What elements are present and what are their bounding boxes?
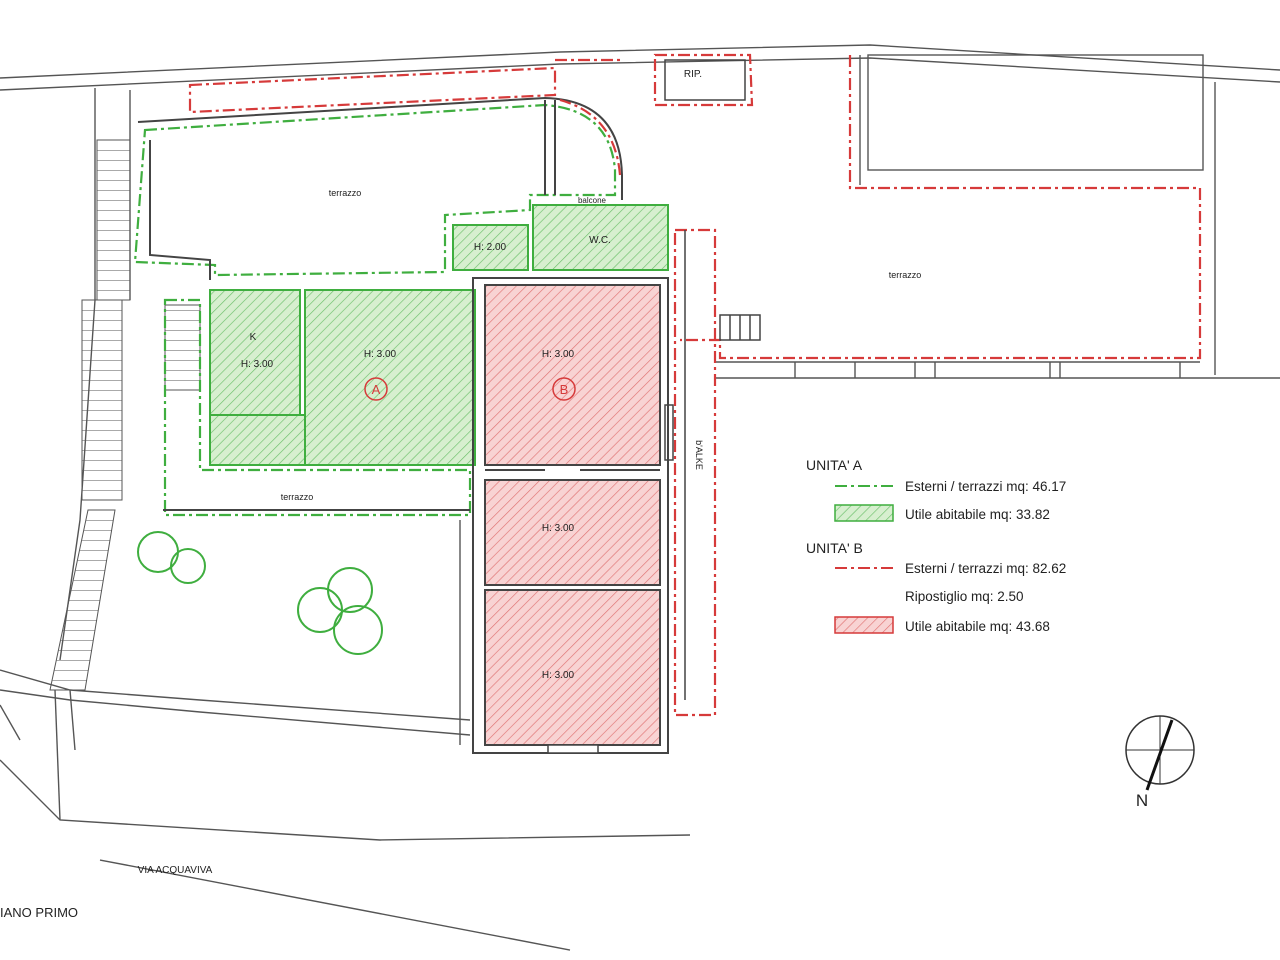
legend-unit-a-ext: Esterni / terrazzi mq: 46.17 bbox=[905, 479, 1066, 494]
label-balcone: balcone bbox=[578, 196, 607, 205]
label-a-k-h: H: 3.00 bbox=[241, 359, 274, 370]
unit-a-marker-circle bbox=[364, 377, 388, 401]
label-a-main-h: H: 3.00 bbox=[364, 349, 397, 360]
legend-unit-b-ext: Esterni / terrazzi mq: 82.62 bbox=[905, 561, 1066, 576]
site-boundaries bbox=[0, 44, 1280, 951]
label-terrazzo-right: terrazzo bbox=[889, 270, 922, 280]
legend-unit-a-util-swatch bbox=[834, 504, 894, 522]
label-a-k: K bbox=[250, 332, 257, 343]
floor-label: IANO PRIMO bbox=[0, 905, 78, 920]
label-b-mid-h: H: 3.00 bbox=[542, 523, 575, 534]
stairs-left bbox=[49, 139, 201, 691]
label-terrazzo-small: terrazzo bbox=[281, 492, 314, 502]
legend: UNITA' A Esterni / terrazzi mq: 46.17 Ut… bbox=[806, 457, 1066, 634]
label-wc: W.C. bbox=[589, 235, 611, 246]
legend-unit-b-rip: Ripostiglio mq: 2.50 bbox=[905, 589, 1024, 604]
legend-unit-b-util-swatch bbox=[834, 616, 894, 634]
legend-unit-b-title: UNITA' B bbox=[806, 540, 863, 556]
trees bbox=[137, 531, 383, 655]
unit-a-walls bbox=[137, 96, 623, 511]
unit-b-rooms bbox=[472, 277, 669, 754]
north-label: N bbox=[1136, 791, 1148, 810]
legend-unit-a-title: UNITA' A bbox=[806, 457, 863, 473]
street-label: VIA ACQUAVIVA bbox=[138, 865, 213, 876]
label-corridor: b'ALKE bbox=[694, 440, 704, 470]
label-rip: RIP. bbox=[684, 69, 702, 80]
label-bagno-h: H: 2.00 bbox=[474, 242, 507, 253]
label-b-top-h: H: 3.00 bbox=[542, 349, 575, 360]
label-b-bot-h: H: 3.00 bbox=[542, 670, 575, 681]
legend-unit-b-util: Utile abitabile mq: 43.68 bbox=[905, 619, 1050, 634]
legend-unit-a-util: Utile abitabile mq: 33.82 bbox=[905, 507, 1050, 522]
unit-b-marker: B bbox=[560, 382, 569, 397]
unit-b-marker-circle bbox=[552, 377, 576, 401]
plan-labels: RIP. terrazzo terrazzo H: 2.00 W.C. K H:… bbox=[0, 69, 1148, 920]
label-terrazzo-top: terrazzo bbox=[329, 188, 362, 198]
unit-a-rooms bbox=[209, 204, 669, 466]
details bbox=[664, 59, 761, 700]
north-arrow-icon bbox=[1125, 715, 1195, 791]
unit-a-exterior bbox=[133, 103, 617, 517]
unit-a-marker: A bbox=[372, 382, 381, 397]
